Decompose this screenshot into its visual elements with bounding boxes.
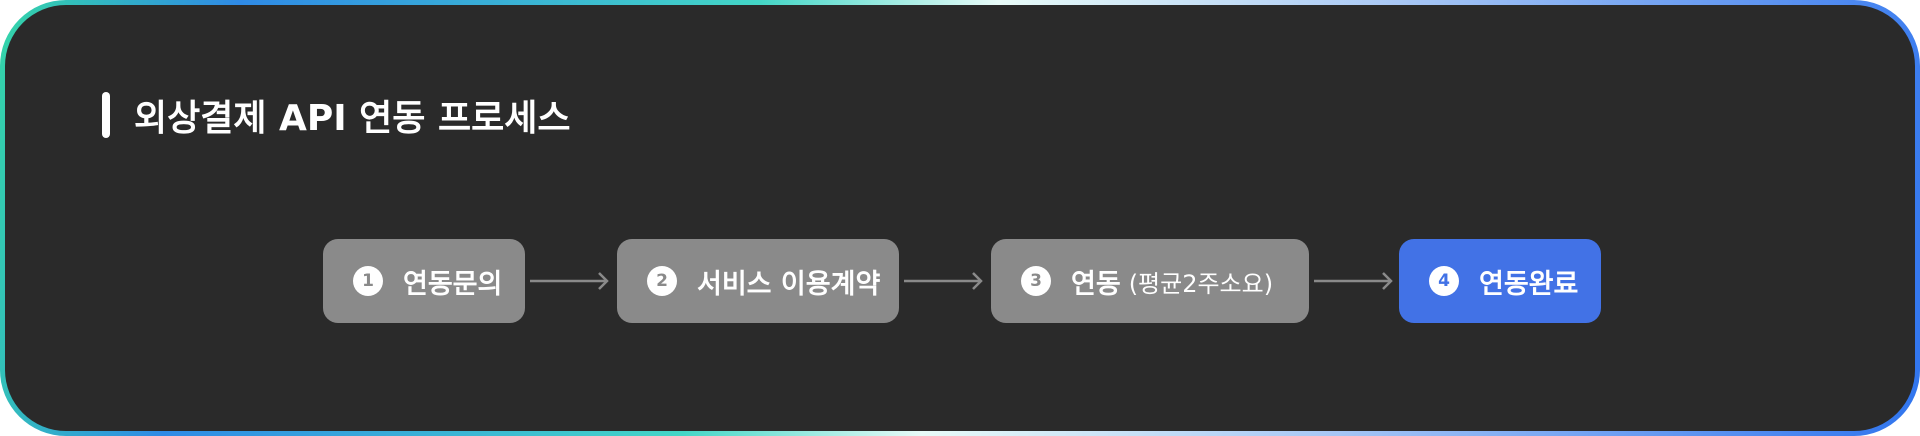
step-complete: 4 연동완료 (1399, 239, 1601, 323)
step-label: 서비스 이용계약 (697, 268, 881, 300)
step-duration-note: (평균2주소요) (1128, 269, 1274, 298)
process-panel: 외상결제 API 연동 프로세스 1 연동문의 2 서비스 이용계약 3 (5, 5, 1915, 431)
step-number-badge: 2 (647, 266, 677, 296)
title-accent-bar (102, 92, 110, 138)
step-label: 연동문의 (403, 268, 503, 300)
step-label: 연동완료 (1479, 268, 1579, 300)
step-integration: 3 연동 (평균2주소요) (991, 239, 1309, 323)
arrow-right-icon (530, 272, 609, 290)
arrow-right-icon (1314, 272, 1393, 290)
step-number-badge: 1 (353, 266, 383, 296)
page-title: 외상결제 API 연동 프로세스 (134, 98, 571, 139)
step-number-badge: 3 (1021, 266, 1051, 296)
step-inquiry: 1 연동문의 (323, 239, 525, 323)
step-label: 연동 (1071, 268, 1121, 300)
step-contract: 2 서비스 이용계약 (617, 239, 899, 323)
arrow-right-icon (904, 272, 983, 290)
process-flow: 1 연동문의 2 서비스 이용계약 3 연동 (평균2주소요) (323, 239, 1601, 323)
step-number-badge: 4 (1429, 266, 1459, 296)
title-row: 외상결제 API 연동 프로세스 (102, 91, 570, 139)
